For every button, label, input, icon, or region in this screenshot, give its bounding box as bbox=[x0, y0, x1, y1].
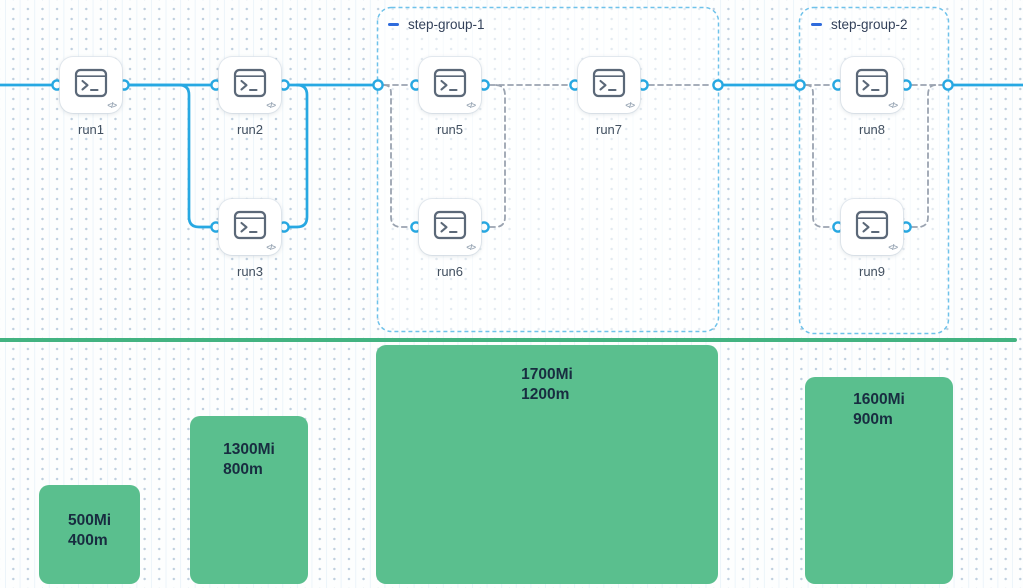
edge-group1-run6 bbox=[383, 84, 411, 228]
bar-memory-value: 1600Mi bbox=[853, 391, 905, 408]
ports[interactable] bbox=[51, 79, 954, 233]
collapse-minus-icon[interactable] bbox=[811, 22, 822, 26]
node-run7[interactable]: </> bbox=[578, 57, 640, 113]
resource-bar-step-group-2: 1600Mi 900m bbox=[805, 377, 953, 584]
code-icon: </> bbox=[107, 101, 117, 110]
terminal-icon bbox=[855, 210, 889, 240]
node-label-run1: run1 bbox=[77, 122, 105, 137]
node-run1[interactable]: </> bbox=[60, 57, 122, 113]
node-label-run7: run7 bbox=[595, 122, 623, 137]
resource-bar-run1: 500Mi 400m bbox=[39, 485, 140, 584]
edge-run1-run3 bbox=[128, 83, 212, 229]
bar-cpu-value: 900m bbox=[853, 411, 893, 429]
node-run9[interactable]: </> bbox=[841, 199, 903, 255]
terminal-icon bbox=[433, 68, 467, 98]
collapse-minus-icon[interactable] bbox=[388, 22, 399, 26]
code-icon: </> bbox=[466, 243, 476, 252]
node-run2[interactable]: </> bbox=[219, 57, 281, 113]
node-label-run8: run8 bbox=[858, 122, 886, 137]
group-label: step-group-2 bbox=[831, 16, 908, 32]
node-run3[interactable]: </> bbox=[219, 199, 281, 255]
bar-memory-value: 500Mi bbox=[67, 512, 112, 529]
bar-cpu-value: 1200m bbox=[521, 386, 570, 404]
edge-group2-run9 bbox=[805, 84, 833, 228]
step-group-1-header[interactable]: step-group-1 bbox=[388, 16, 485, 32]
bar-memory-value: 1300Mi bbox=[223, 441, 275, 458]
solid-edges[interactable] bbox=[0, 83, 1023, 229]
code-icon: </> bbox=[266, 243, 276, 252]
terminal-icon bbox=[74, 68, 108, 98]
port-group1-in bbox=[372, 79, 384, 91]
code-icon: </> bbox=[466, 101, 476, 110]
node-run6[interactable]: </> bbox=[419, 199, 481, 255]
bar-cpu-value: 800m bbox=[223, 461, 263, 479]
port-group2-in bbox=[794, 79, 806, 91]
edge-run3-merge bbox=[288, 83, 309, 229]
resource-bar-step-group-1: 1700Mi 1200m bbox=[376, 345, 718, 584]
node-label-run9: run9 bbox=[858, 264, 886, 279]
terminal-icon bbox=[233, 210, 267, 240]
port-group1-out bbox=[712, 79, 724, 91]
terminal-icon bbox=[592, 68, 626, 98]
dashed-edges[interactable] bbox=[383, 84, 943, 228]
terminal-icon bbox=[433, 210, 467, 240]
bar-memory-value: 1700Mi bbox=[521, 366, 573, 383]
edge-run9-merge bbox=[911, 84, 937, 228]
resource-divider-line bbox=[0, 338, 1017, 342]
code-icon: </> bbox=[888, 243, 898, 252]
node-run5[interactable]: </> bbox=[419, 57, 481, 113]
step-group-2-header[interactable]: step-group-2 bbox=[811, 16, 908, 32]
code-icon: </> bbox=[888, 101, 898, 110]
code-icon: </> bbox=[266, 101, 276, 110]
group-label: step-group-1 bbox=[408, 16, 485, 32]
node-run8[interactable]: </> bbox=[841, 57, 903, 113]
terminal-icon bbox=[233, 68, 267, 98]
node-label-run3: run3 bbox=[236, 264, 264, 279]
step-group-1-box[interactable] bbox=[376, 6, 720, 333]
edge-run6-merge bbox=[489, 84, 506, 228]
resource-bar-run2-run3: 1300Mi 800m bbox=[190, 416, 308, 584]
terminal-icon bbox=[855, 68, 889, 98]
node-label-run5: run5 bbox=[436, 122, 464, 137]
bar-cpu-value: 400m bbox=[67, 532, 108, 550]
node-label-run6: run6 bbox=[436, 264, 464, 279]
code-icon: </> bbox=[625, 101, 635, 110]
node-label-run2: run2 bbox=[236, 122, 264, 137]
port-group2-out bbox=[942, 79, 954, 91]
